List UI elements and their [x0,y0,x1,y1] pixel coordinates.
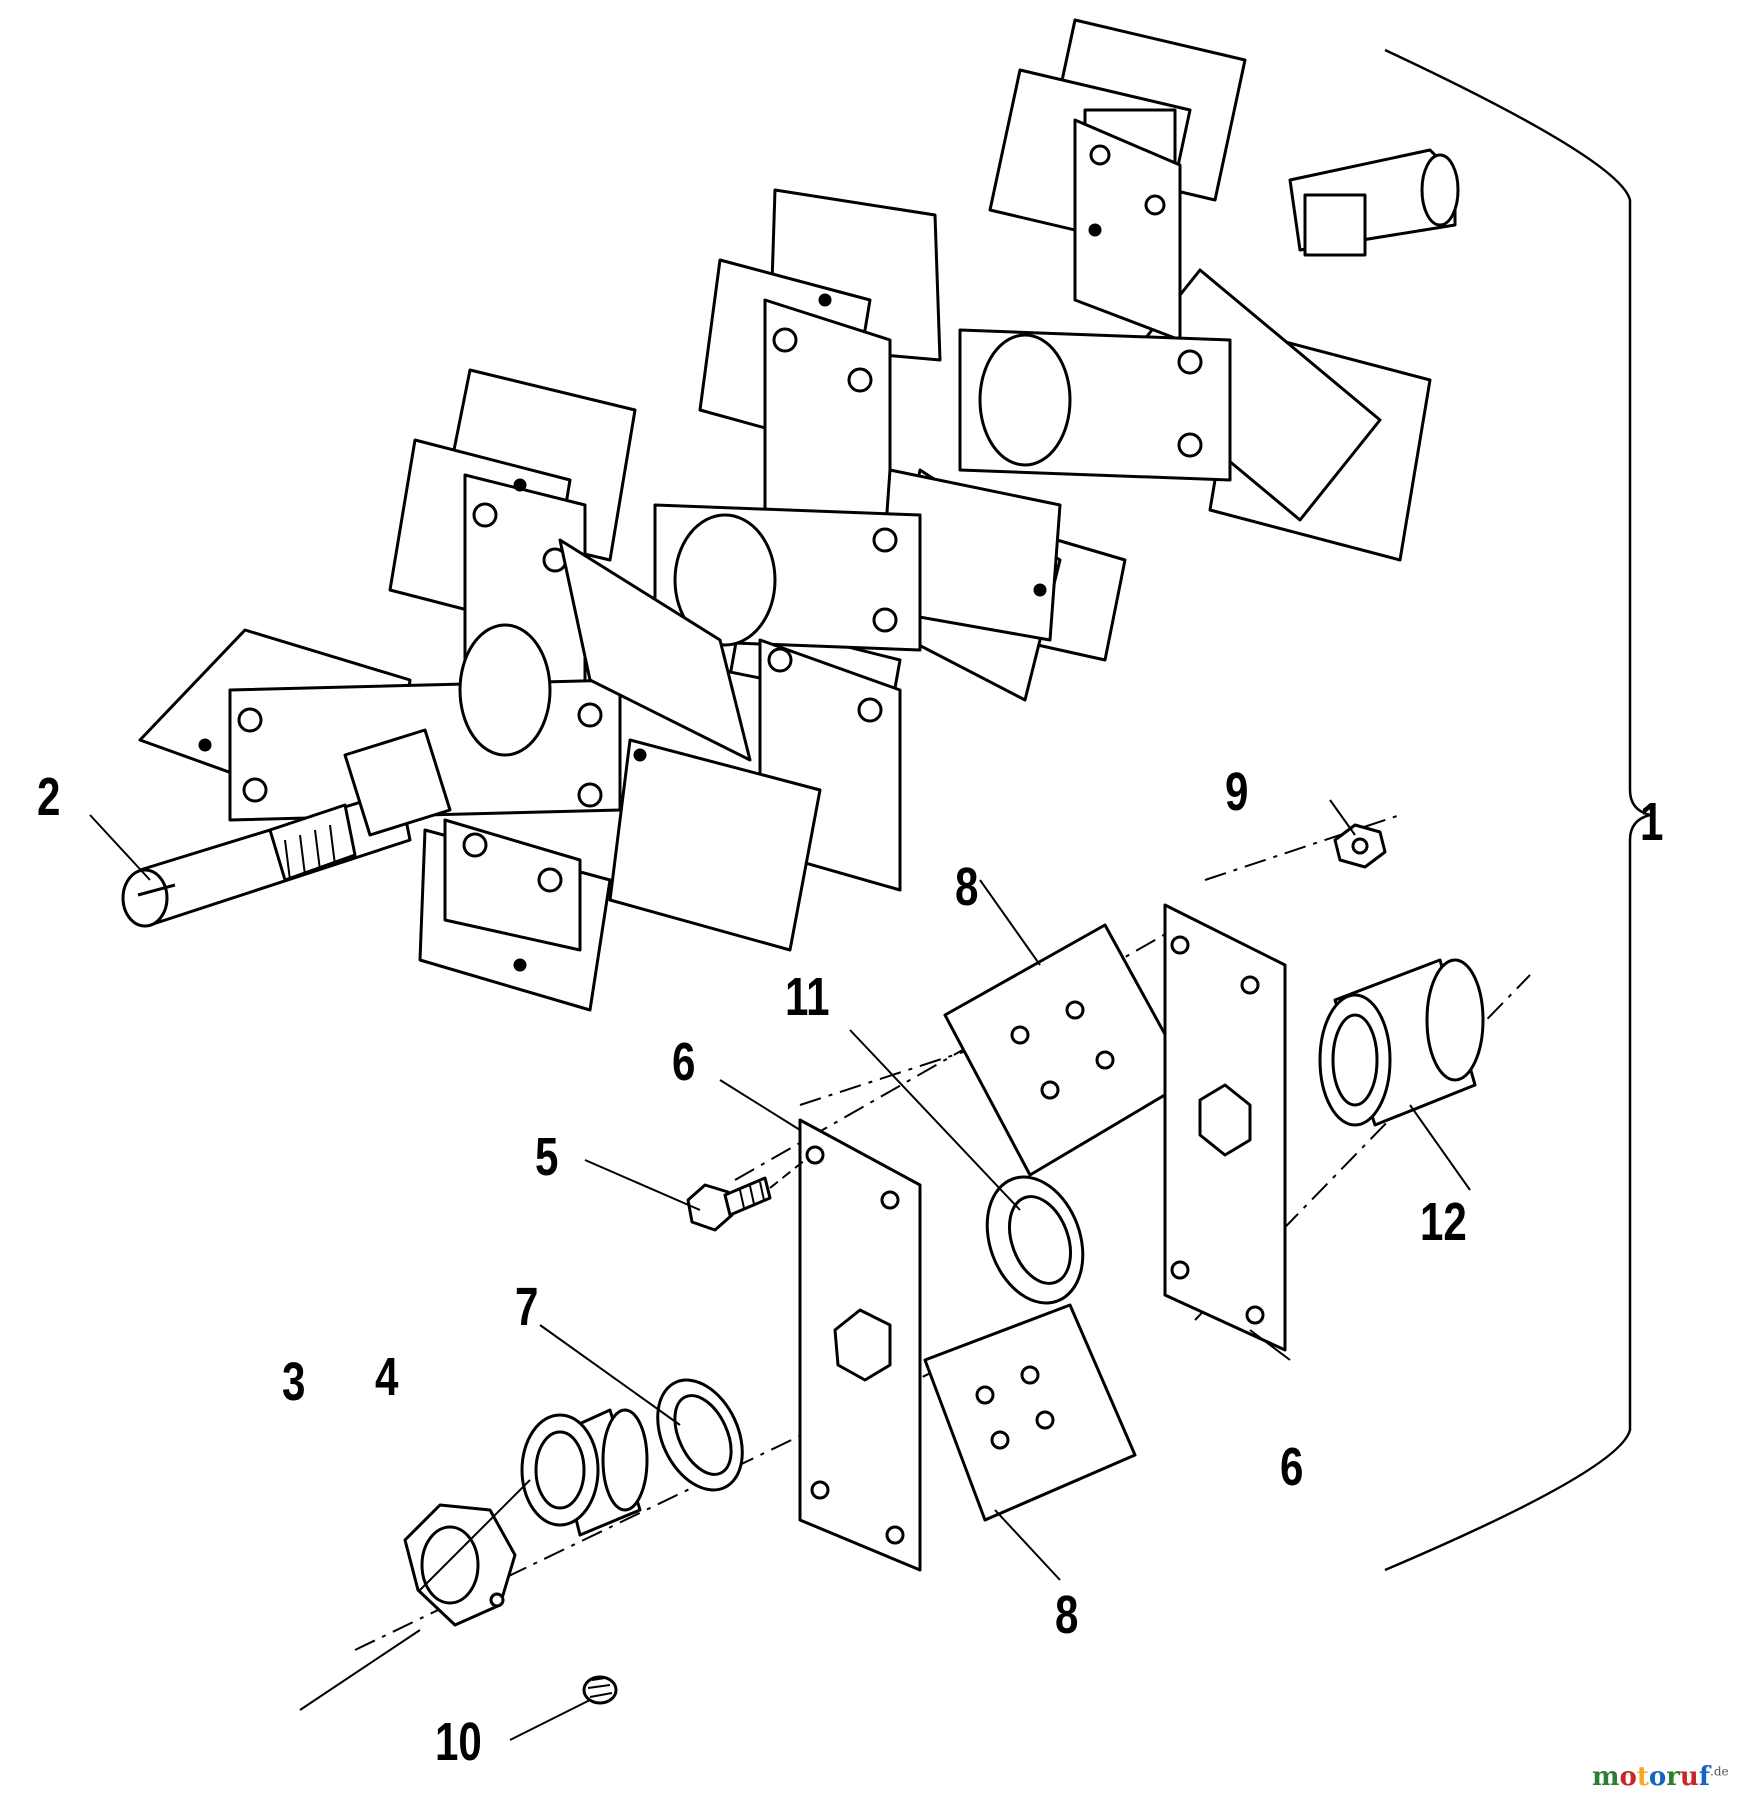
tine-gang-far [988,18,1460,562]
exploded-parts [354,48,1652,1705]
callout-8-lower: 8 [1055,1585,1079,1645]
part-3-hex-nut [403,1503,517,1627]
part-10-set-screw [582,1675,618,1705]
part-4-spacer [520,1408,649,1537]
callout-3: 3 [282,1352,306,1412]
part-8-lower-plate [923,1303,1137,1522]
watermark-letter: t [1636,1762,1649,1792]
callout-9: 9 [1225,762,1249,822]
callout-10: 10 [435,1712,482,1772]
watermark-letter: o [1648,1762,1667,1792]
callout-2: 2 [37,767,61,827]
callout-5: 5 [535,1127,559,1187]
callout-6-left: 6 [672,1032,696,1092]
leader-lines [89,799,1471,1741]
assembly-bracket [1384,48,1652,1572]
callout-7: 7 [515,1277,539,1337]
callout-6-right: 6 [1280,1437,1304,1497]
watermark-letter: o [1619,1762,1637,1792]
part-5-bolt [686,1159,806,1232]
callout-11: 11 [785,967,830,1027]
part-11-washer [985,1175,1085,1305]
watermark-letter: f [1698,1762,1711,1792]
part-12-spacer-tube [1318,958,1485,1127]
part-6-left-plate [798,1118,922,1572]
watermark-letter: m [1592,1762,1620,1792]
watermark-logo: motoruf.de [1592,1762,1729,1792]
callout-4: 4 [375,1347,399,1407]
part-7-washer [656,1378,744,1492]
part-6-right-plate [1163,903,1287,1352]
callout-1: 1 [1640,792,1664,852]
tine-rotor-assembly [121,18,1460,1012]
part-9-nut [1333,823,1387,869]
watermark-letter: r [1666,1762,1680,1792]
part-8-upper-plate [943,923,1192,1177]
tine-gang-front [138,538,822,1012]
callout-8-upper: 8 [955,857,979,917]
callout-12: 12 [1420,1192,1467,1252]
input-shaft [121,728,452,928]
watermark-letter: u [1679,1762,1699,1792]
